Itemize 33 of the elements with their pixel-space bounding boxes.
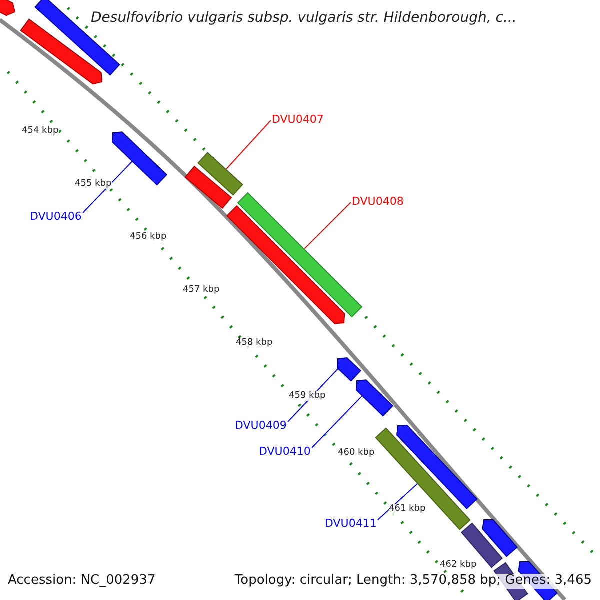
gene-feature-bar [356, 380, 394, 417]
leader-line [312, 396, 363, 448]
position-label: 457 kbp [183, 285, 220, 296]
gene-label: DVU0410 [259, 446, 311, 459]
leader-line [226, 120, 272, 170]
position-label: 456 kbp [130, 232, 167, 242]
gene-label: DVU0408 [352, 196, 404, 209]
position-label: 459 kbp [289, 391, 326, 402]
accession-text: Accession: NC_002937 [8, 574, 156, 589]
position-label: 458 kbp [236, 338, 273, 348]
gene-label: DVU0409 [235, 420, 287, 433]
position-label: 461 kbp [389, 504, 426, 514]
diagram-title: Desulfovibrio vulgaris subsp. vulgaris str. Hildenborough, c... [91, 10, 517, 26]
leader-line [82, 161, 133, 214]
leader-line [378, 484, 418, 520]
gene-feature-bar [112, 132, 168, 186]
gene-label: DVU0407 [272, 114, 324, 127]
gene-feature-bar [482, 519, 518, 558]
position-label: 455 kbp [75, 179, 112, 190]
leader-line [304, 202, 352, 250]
gene-feature-bar [0, 0, 16, 16]
gene-feature-bar [226, 205, 346, 324]
gene-feature-bar [337, 358, 362, 382]
position-label: 462 kbp [440, 560, 477, 570]
gene-feature-bar [184, 166, 232, 210]
genome-info-text: Topology: circular; Length: 3,570,858 bp; Genes: 3,465 [234, 574, 592, 589]
gene-label: DVU0406 [30, 211, 82, 224]
gene-feature-bar [375, 428, 471, 530]
gene-feature-bar [198, 152, 244, 196]
position-label: 460 kbp [338, 448, 375, 458]
gene-feature-bar [460, 522, 504, 568]
gene-label: DVU0411 [325, 518, 377, 531]
position-label: 454 kbp [22, 126, 59, 136]
